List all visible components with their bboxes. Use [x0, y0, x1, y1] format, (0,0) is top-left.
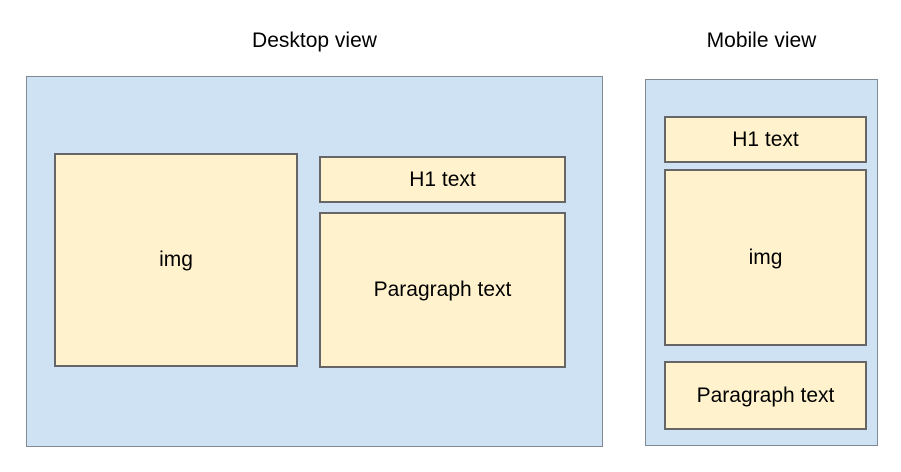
mobile-view-panel: H1 text img Paragraph text: [645, 79, 878, 446]
desktop-view-panel: img H1 text Paragraph text: [26, 76, 603, 447]
desktop-img-label: img: [159, 248, 193, 271]
desktop-view-title: Desktop view: [252, 29, 377, 52]
desktop-img-box: img: [54, 153, 298, 367]
desktop-paragraph-label: Paragraph text: [373, 278, 512, 301]
mobile-img-label: img: [748, 245, 783, 269]
desktop-h1-label: H1 text: [409, 167, 476, 191]
mobile-paragraph-box: Paragraph text: [664, 361, 867, 430]
mobile-paragraph-label: Paragraph text: [696, 383, 835, 407]
mobile-h1-box: H1 text: [664, 116, 867, 163]
mobile-view-title: Mobile view: [706, 29, 817, 52]
mobile-img-box: img: [664, 169, 867, 346]
desktop-paragraph-box: Paragraph text: [319, 212, 566, 368]
desktop-h1-box: H1 text: [319, 156, 566, 203]
mobile-h1-label: H1 text: [732, 127, 799, 151]
